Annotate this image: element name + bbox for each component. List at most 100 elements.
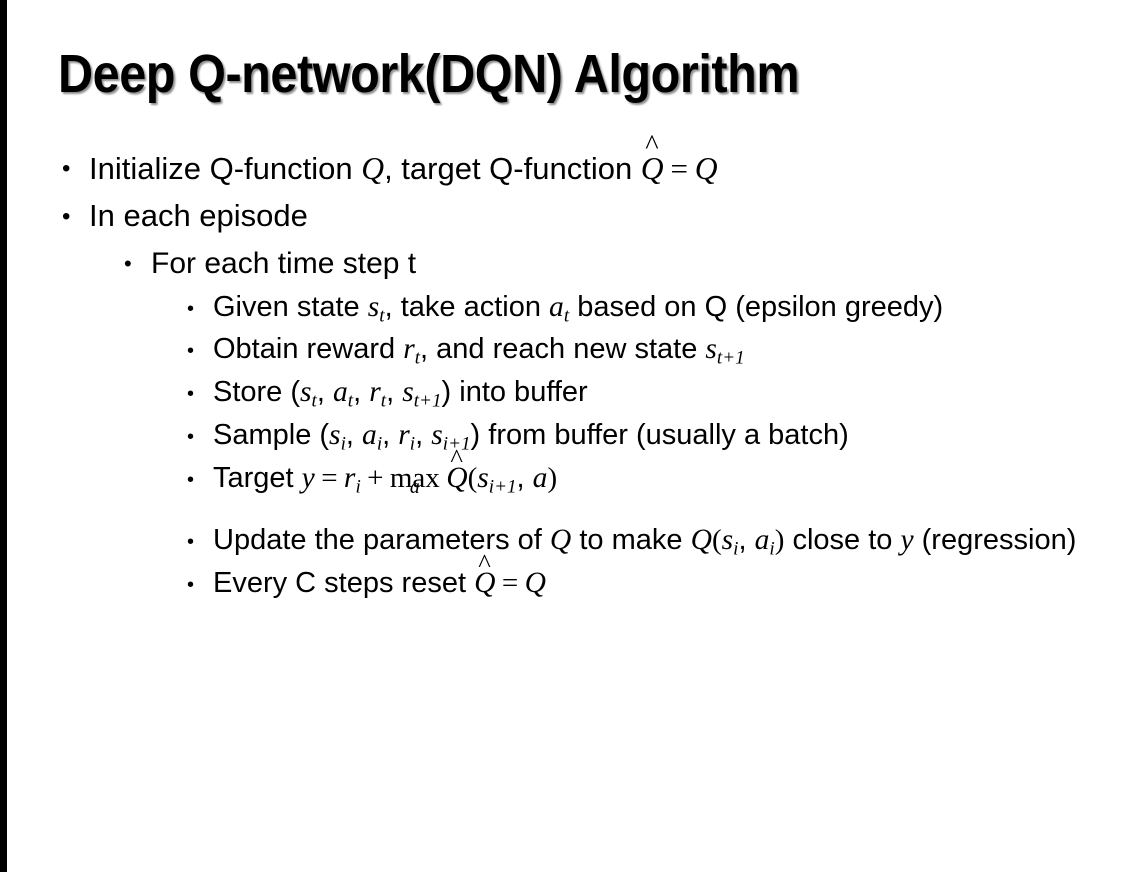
math-symbol-s: s (329, 419, 341, 452)
bullet-glyph-icon: • (187, 297, 195, 320)
slide-body: • Initialize Q-function Q, target Q-func… (0, 132, 1124, 606)
bullet-glyph-icon: • (187, 340, 195, 363)
math-symbol-s: s (721, 523, 734, 556)
math-subscript-t-plus-1: t+1 (413, 390, 442, 412)
math-symbol-s: s (367, 290, 380, 323)
text-fragment: , and reach new state (420, 333, 706, 366)
text-fragment: , (316, 376, 333, 409)
math-max-subscript-a: a (409, 476, 420, 499)
math-symbol-s: s (431, 419, 443, 452)
math-symbol-s: s (705, 333, 717, 366)
bullet-glyph-icon: • (187, 468, 195, 491)
math-subscript-i-plus-1: i+1 (488, 476, 517, 498)
bullet-update-parameters: • Update the parameters of Q to make Q(s… (0, 522, 1124, 562)
math-symbol-a: a (549, 290, 564, 323)
math-symbol-a: a (754, 523, 770, 556)
bullet-initialize-text: Initialize Q-function Q, target Q-functi… (89, 132, 1124, 189)
text-fragment: Every C steps reset (213, 566, 475, 599)
math-subscript-i: i (769, 538, 775, 560)
math-symbol-q: Q (361, 151, 385, 186)
math-symbol-s: s (477, 461, 489, 494)
math-subscript-t: t (414, 347, 421, 369)
math-symbol-qhat: ^Q (474, 550, 496, 603)
text-fragment: (regression) (913, 523, 1077, 556)
bullet-reset-target-network-text: Every C steps reset ^Q=Q (213, 550, 1104, 603)
bullet-obtain-reward: • Obtain reward rt, and reach new state … (0, 331, 1124, 371)
math-subscript-i: i (340, 433, 346, 455)
bullet-glyph-icon: • (187, 426, 195, 449)
bullet-obtain-reward-text: Obtain reward rt, and reach new state st… (213, 331, 1104, 371)
bullet-glyph-icon: • (124, 250, 132, 276)
bullet-glyph-icon: • (187, 383, 195, 406)
text-fragment: , (738, 523, 755, 556)
bullet-glyph-icon: • (62, 155, 71, 182)
math-symbol-base: Q (640, 151, 664, 186)
text-fragment: ) from buffer (usually a batch) (470, 419, 849, 452)
math-symbol-a: a (333, 376, 348, 409)
math-symbol-q2: Q (690, 523, 712, 556)
math-subscript-t: t (311, 390, 317, 412)
bullet-given-state: • Given state st, take action at based o… (0, 289, 1124, 329)
bullet-glyph-icon: • (187, 573, 195, 596)
math-equals: = (670, 151, 688, 186)
math-subscript-i: i (355, 476, 361, 498)
bullet-for-each-time-step-text: For each time step t (151, 246, 417, 280)
math-symbol-r: r (403, 333, 415, 366)
text-fragment: , (382, 419, 399, 452)
bullet-initialize: • Initialize Q-function Q, target Q-func… (0, 132, 1124, 189)
math-symbol-base: Q (446, 461, 468, 494)
hat-accent-icon: ^ (450, 443, 463, 474)
math-symbol-r: r (343, 461, 356, 494)
bullet-glyph-icon: • (187, 530, 195, 553)
text-fragment: based on Q (epsilon greedy) (569, 290, 944, 323)
math-paren-close: ) (547, 461, 558, 494)
bullet-for-each-time-step: • For each time step t (0, 244, 1124, 283)
math-symbol-qhat: ^Q (640, 132, 664, 189)
bullet-sample-tuple-text: Sample (si, ai, ri, si+1) from buffer (u… (213, 417, 1104, 457)
hat-accent-icon: ^ (478, 547, 491, 578)
math-symbol-y: y (900, 523, 914, 556)
math-subscript-i: i (409, 433, 416, 455)
math-max-label: max (389, 461, 440, 494)
bullet-store-tuple-text: Store (st, at, rt, st+1) into buffer (213, 374, 1104, 414)
text-fragment: Initialize Q-function (89, 151, 362, 186)
math-equals: = (501, 566, 519, 599)
bullet-update-parameters-text: Update the parameters of Q to make Q(si,… (213, 522, 1104, 562)
math-subscript-i-plus-1: i+1 (442, 433, 471, 455)
text-fragment: Given state (213, 290, 368, 323)
math-subscript-t: t (380, 390, 387, 412)
math-symbol-base: Q (474, 566, 496, 599)
text-fragment: to make (571, 523, 691, 556)
text-fragment: Store ( (213, 376, 301, 409)
math-subscript-t: t (563, 304, 570, 326)
math-symbol-r: r (398, 419, 410, 452)
text-fragment: ) into buffer (441, 376, 588, 409)
bullet-sample-tuple: • Sample (si, ai, ri, si+1) from buffer … (0, 417, 1124, 457)
text-fragment: , (386, 376, 403, 409)
bullet-in-each-episode: • In each episode (0, 196, 1124, 236)
text-fragment: , (415, 419, 432, 452)
math-plus: + (367, 461, 384, 494)
math-symbol-qhat: ^Q (446, 445, 468, 498)
math-subscript-t: t (347, 390, 354, 412)
math-symbol-a: a (362, 419, 377, 452)
bullet-reset-target-network: • Every C steps reset ^Q=Q (0, 550, 1124, 603)
text-fragment: , target Q-function (384, 151, 641, 186)
text-fragment: Target (213, 461, 302, 494)
math-paren-close: ) (774, 523, 785, 556)
text-fragment: Obtain reward (213, 333, 404, 366)
math-symbol-q: Q (549, 523, 572, 556)
bullet-glyph-icon: • (62, 203, 71, 231)
math-subscript-i: i (376, 433, 383, 455)
math-symbol-q: Q (524, 566, 546, 599)
math-equals: = (321, 461, 338, 494)
text-fragment: , take action (384, 290, 550, 323)
bullet-in-each-episode-text: In each episode (89, 198, 308, 234)
math-symbol-s: s (402, 376, 414, 409)
text-fragment: Sample ( (213, 419, 330, 452)
hat-accent-icon: ^ (645, 130, 659, 162)
text-fragment: Update the parameters of (213, 523, 550, 556)
